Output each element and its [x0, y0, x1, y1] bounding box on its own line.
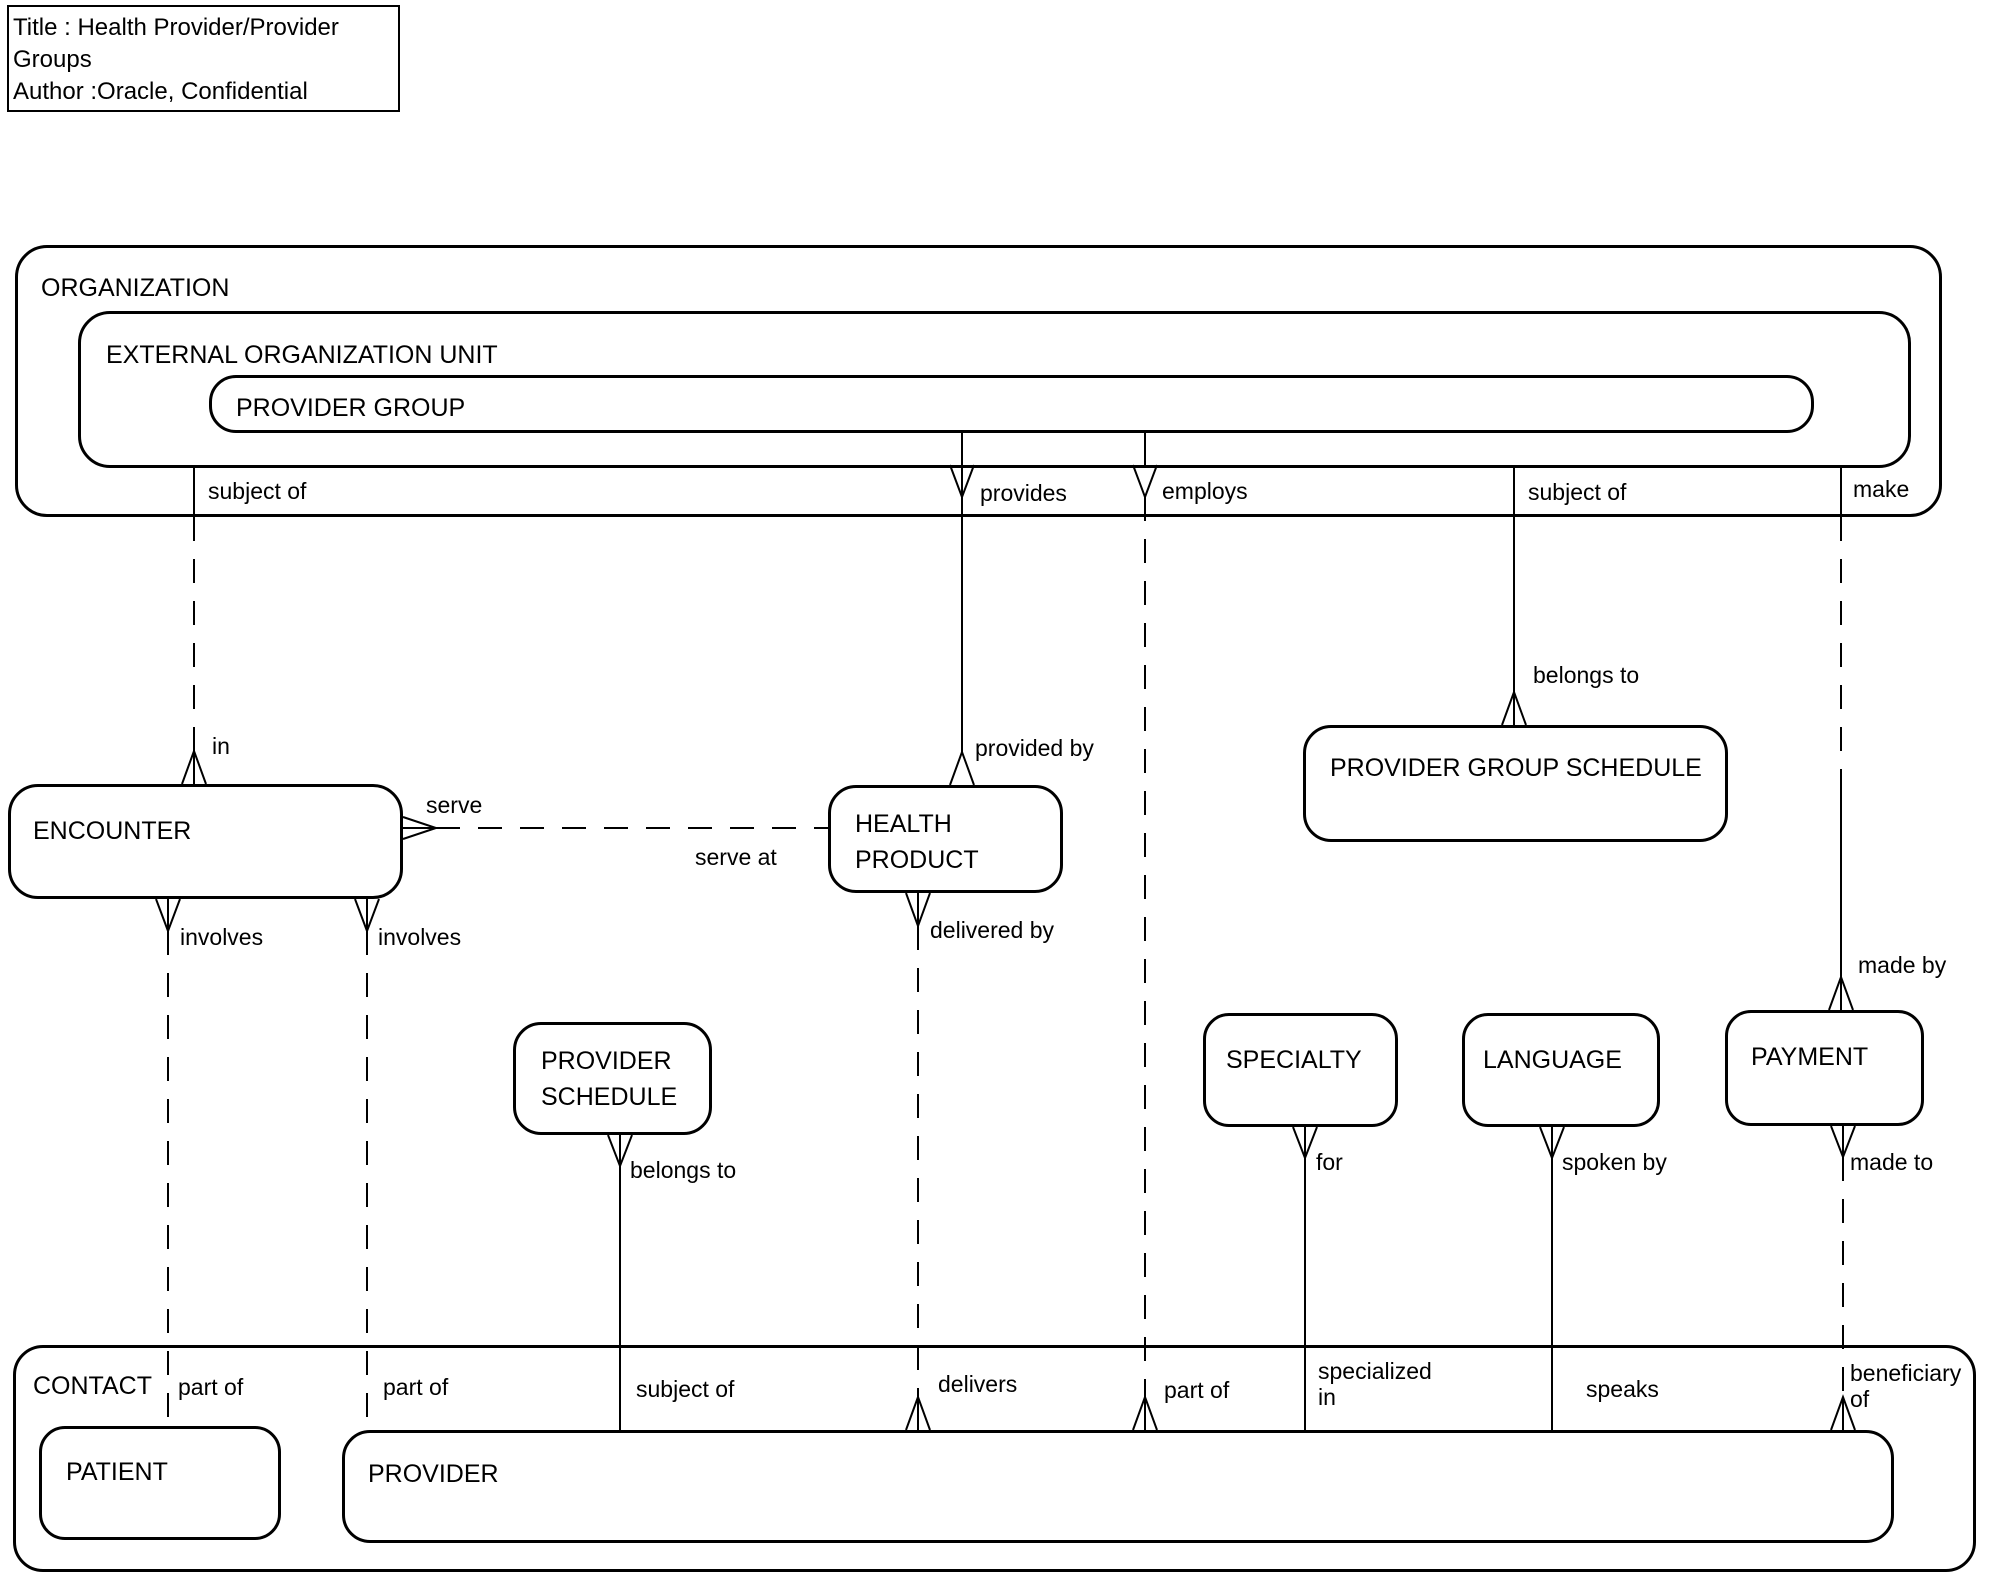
diagram-title: Title : Health Provider/Provider Groups: [13, 14, 339, 73]
rel-org-provider-line: [1132, 433, 1158, 1431]
rel-encounter-health-product-line: [402, 816, 828, 840]
crow-foot-icon: [905, 892, 931, 929]
label-health-product-provider-near: delivered by: [930, 917, 1055, 943]
entity-provider-group: PROVIDER GROUP: [209, 375, 1814, 433]
label-encounter-provider-near: involves: [378, 924, 462, 950]
label-encounter-health-product-far: serve at: [695, 844, 777, 870]
label-org-payment-near: make: [1853, 476, 1910, 502]
entity-provider-group-label: PROVIDER GROUP: [236, 394, 466, 422]
crow-foot-icon: [949, 749, 975, 786]
entity-specialty-label: SPECIALTY: [1226, 1046, 1362, 1074]
entity-organization: ORGANIZATION: [15, 245, 1942, 517]
entity-payment: PAYMENT: [1725, 1010, 1924, 1126]
crow-foot-icon: [181, 748, 207, 785]
label-language-provider-far: speaks: [1586, 1376, 1659, 1402]
label-provider-schedule-provider-near: belongs to: [630, 1157, 737, 1183]
label-org-provider-near: employs: [1162, 478, 1248, 504]
label-org-health-product-far: provided by: [975, 735, 1094, 761]
rel-org-payment-line: [1828, 465, 1854, 1011]
entity-payment-label: PAYMENT: [1751, 1043, 1869, 1071]
entity-organization-label: ORGANIZATION: [41, 274, 230, 302]
label-encounter-health-product-near: serve: [426, 792, 483, 818]
entity-external-organization-unit: EXTERNAL ORGANIZATION UNIT: [78, 311, 1911, 468]
entity-contact: CONTACT: [13, 1345, 1976, 1572]
entity-health-product: HEALTH PRODUCT: [828, 785, 1063, 893]
entity-provider-group-schedule-label: PROVIDER GROUP SCHEDULE: [1330, 754, 1702, 782]
entity-patient: PATIENT: [39, 1426, 281, 1540]
label-encounter-patient-near: involves: [180, 924, 264, 950]
label-org-pgs-near: subject of: [1528, 479, 1627, 505]
title-box: Title : Health Provider/Provider Groups …: [7, 5, 400, 112]
label-encounter-patient-far: part of: [178, 1374, 244, 1400]
label-payment-provider-near: made to: [1850, 1149, 1934, 1175]
label-org-health-product-near: provides: [980, 480, 1067, 506]
entity-provider: PROVIDER: [342, 1430, 1894, 1543]
label-org-encounter-far: in: [212, 733, 230, 759]
entity-contact-label: CONTACT: [33, 1372, 152, 1400]
label-specialty-provider-near: for: [1316, 1149, 1343, 1175]
entity-provider-schedule: PROVIDER SCHEDULE: [513, 1022, 712, 1135]
entity-provider-group-schedule: PROVIDER GROUP SCHEDULE: [1303, 725, 1728, 842]
label-encounter-provider-far: part of: [383, 1374, 449, 1400]
label-specialty-provider-far: specialized in: [1318, 1358, 1432, 1410]
label-org-encounter-near: subject of: [208, 478, 307, 504]
entity-external-organization-unit-label: EXTERNAL ORGANIZATION UNIT: [106, 341, 498, 369]
label-language-provider-near: spoken by: [1562, 1149, 1667, 1175]
crow-foot-icon: [354, 898, 380, 934]
entity-specialty: SPECIALTY: [1203, 1013, 1398, 1127]
entity-language: LANGUAGE: [1462, 1013, 1660, 1127]
diagram-author: Author :Oracle, Confidential: [13, 78, 308, 105]
label-payment-provider-far: beneficiary of: [1850, 1360, 1962, 1412]
crow-foot-icon: [1501, 689, 1527, 726]
crow-foot-icon: [1292, 1126, 1318, 1161]
label-health-product-provider-far: delivers: [938, 1371, 1018, 1397]
crow-foot-icon: [1539, 1126, 1565, 1161]
entity-provider-label: PROVIDER: [368, 1460, 499, 1488]
entity-provider-schedule-label: PROVIDER SCHEDULE: [541, 1047, 678, 1111]
entity-patient-label: PATIENT: [66, 1458, 168, 1486]
crow-foot-icon: [1828, 974, 1854, 1011]
label-provider-schedule-provider-far: subject of: [636, 1376, 735, 1402]
entity-encounter: ENCOUNTER: [8, 784, 403, 899]
label-org-pgs-far: belongs to: [1533, 662, 1640, 688]
label-org-provider-far: part of: [1164, 1377, 1230, 1403]
entity-language-label: LANGUAGE: [1483, 1046, 1622, 1074]
entity-health-product-label: HEALTH PRODUCT: [855, 810, 979, 874]
crow-foot-icon: [402, 816, 440, 840]
crow-foot-icon: [607, 1134, 633, 1169]
crow-foot-icon: [155, 898, 181, 934]
label-org-payment-far: made by: [1858, 952, 1947, 978]
entity-encounter-label: ENCOUNTER: [33, 817, 192, 845]
